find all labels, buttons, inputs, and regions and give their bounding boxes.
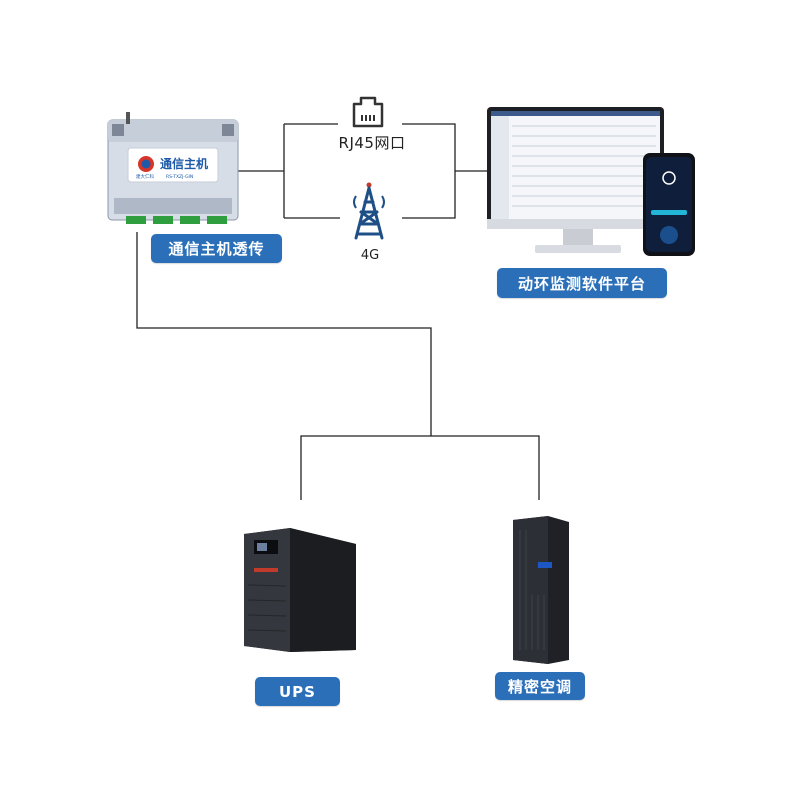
ups-badge: UPS (255, 677, 340, 706)
terminal-blocks (126, 216, 227, 224)
device-badge: 通信主机透传 (151, 234, 282, 263)
communication-host-device: 通信主机 RS-TXZJ-GIN 建大仁科 (107, 112, 239, 224)
device-to-link-line (238, 123, 340, 219)
cell-tower-icon (353, 182, 385, 240)
cellular-link-label: 4G (360, 248, 380, 263)
rj45-link-label: RJ45网口 (338, 134, 406, 152)
precision-ac-badge: 精密空调 (495, 672, 585, 700)
ethernet-port-icon (352, 96, 384, 128)
link-to-platform-line (402, 123, 487, 219)
device-model-text: RS-TXZJ-GIN (166, 174, 193, 180)
platform-badge: 动环监测软件平台 (497, 268, 667, 298)
device-brand-text: 建大仁科 (136, 173, 154, 180)
device-to-equipment-line (136, 232, 540, 500)
precision-ac-device (513, 516, 569, 664)
dashboard-rows (512, 125, 656, 207)
ups-device (244, 528, 356, 652)
monitoring-platform-screens (487, 107, 695, 256)
connection-lines (136, 123, 540, 500)
device-name-text: 通信主机 (160, 156, 208, 171)
